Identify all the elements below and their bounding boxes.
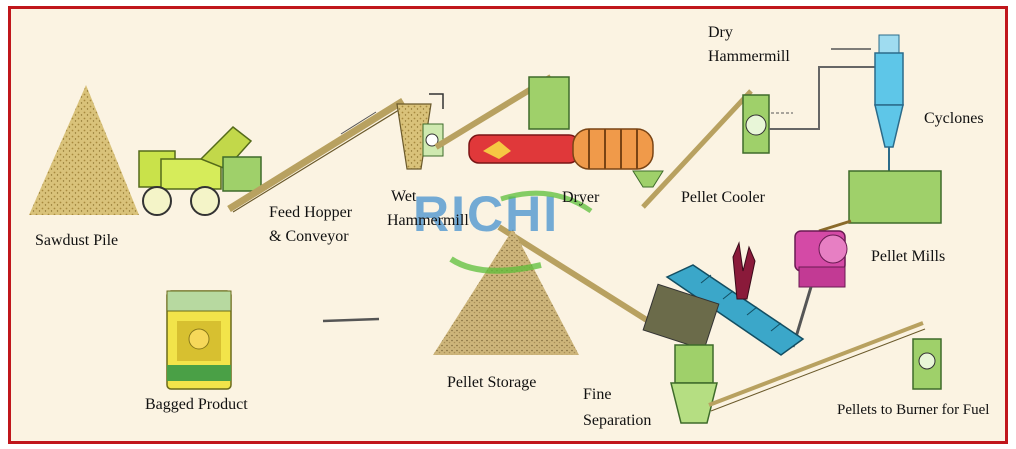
pellet-mill-graphic (793, 231, 847, 347)
mill-feed-bin-graphic (849, 171, 941, 223)
label-bagged-product: Bagged Product (145, 395, 248, 414)
fine-separation-graphic (671, 345, 717, 423)
air-duct-graphic (769, 67, 879, 129)
dryer-hopper-graphic (529, 77, 569, 129)
label-dryer: Dryer (562, 188, 599, 207)
label-dry-hammermill: Hammermill (708, 47, 790, 66)
process-diagram: RICHI Sawdust Pile Feed Hopper & Conveyo… (8, 6, 1008, 444)
label-pellet-mills: Pellet Mills (871, 247, 945, 266)
dry-hammermill-graphic (743, 95, 793, 153)
label-separation: Separation (583, 411, 651, 430)
label-fine: Fine (583, 385, 611, 404)
label-pellet-cooler: Pellet Cooler (681, 188, 765, 207)
label-sawdust-pile: Sawdust Pile (35, 231, 118, 250)
label-feed-hopper: Feed Hopper (269, 203, 352, 222)
label-wet-hammermill: Hammermill (387, 211, 469, 230)
label-dry: Dry (708, 23, 733, 42)
label-pellets-to-burner: Pellets to Burner for Fuel (837, 401, 989, 420)
cyclone-graphic (875, 35, 903, 173)
bagged-product-graphic (167, 291, 231, 389)
dryer-drum-graphic (469, 129, 663, 187)
label-pellet-storage: Pellet Storage (447, 373, 536, 392)
wet-hammermill-graphic (397, 94, 443, 169)
sawdust-pile-graphic (29, 85, 139, 215)
burner-feed-conveyor-graphic (709, 323, 941, 411)
label-cyclones: Cyclones (924, 109, 984, 128)
label-wet: Wet (391, 187, 416, 206)
label-conveyor: & Conveyor (269, 227, 349, 246)
loose-conveyor-segment-graphic (323, 319, 379, 321)
